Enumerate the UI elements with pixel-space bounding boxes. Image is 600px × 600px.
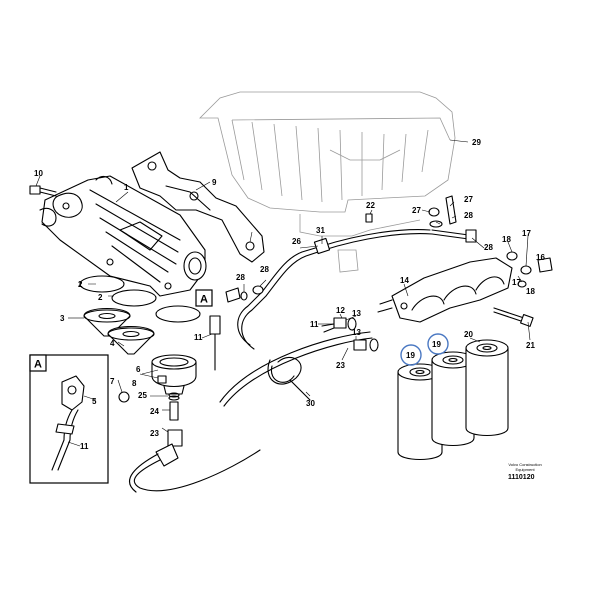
callout-11: 11 [194,333,203,342]
callout-23: 23 [150,429,159,438]
filter-bowl [151,354,197,401]
o-rings [79,275,201,323]
pipe-30 [219,331,373,407]
detail-marker-a: A [195,289,213,307]
callout-19: 19 [406,351,415,360]
callout-17: 17 [512,278,521,287]
svg-text:A: A [34,359,42,371]
callout-29: 29 [472,138,481,147]
brand-line-1: Volvo Construction [508,462,542,467]
callout-17: 17 [522,229,531,238]
brand-line-2: Equipment [515,467,535,472]
callout-3: 3 [60,314,65,323]
callout-20: 20 [464,330,473,339]
callout-27: 27 [412,206,421,215]
callout-1: 1 [124,183,129,192]
callout-12: 12 [336,306,345,315]
callout-18: 18 [526,287,535,296]
callout-2: 2 [78,280,83,289]
tube-28 [431,229,477,243]
highlight-circle-19b [427,333,449,355]
callout-23: 23 [336,361,345,370]
drawing-number: 1110120 [508,474,535,481]
callout-26: 26 [292,237,301,246]
filter-cones [83,308,155,355]
callout-10: 10 [34,169,43,178]
bolt-21 [493,307,534,327]
banjo-fittings [365,195,457,228]
callout-18: 18 [502,235,511,244]
callout-13: 13 [352,309,361,318]
callout-31: 31 [316,226,325,235]
drain-hose [129,429,261,493]
callout-25: 25 [138,391,147,400]
oil-filter-housing [39,175,207,297]
callout-24: 24 [150,407,159,416]
callout-7: 7 [110,377,115,386]
hose-26 [237,229,433,350]
detail-inset: A [29,354,109,484]
filter-bracket [377,257,513,323]
highlight-circle-19a [400,344,422,366]
callout-21: 21 [526,341,535,350]
callout-28: 28 [236,273,245,282]
callout-30: 30 [306,399,315,408]
callout-28: 28 [484,243,493,252]
bolt-10 [29,185,57,197]
callout-27: 27 [464,195,473,204]
callout-28: 28 [464,211,473,220]
oil-filters [397,339,509,461]
callout-5: 5 [92,397,97,406]
oil-pan-outline [199,91,456,273]
callout-4: 4 [110,339,115,348]
callout-11: 11 [80,442,89,451]
leader-lines [35,139,531,433]
callout-16: 16 [536,253,545,262]
callout-19: 19 [432,340,441,349]
small-fittings [118,375,180,421]
svg-text:A: A [200,294,208,306]
callout-9: 9 [212,178,217,187]
callout-11: 11 [310,320,319,329]
callout-labels: 1 2 2 3 4 5 6 7 8 9 10 11 11 11 12 13 13… [34,138,545,451]
gasket-plate [131,151,265,263]
callout-8: 8 [132,379,137,388]
brand-caption: Volvo Construction Equipment [500,462,550,472]
callout-13: 13 [352,328,361,337]
tube-11-upright [209,315,221,371]
adapter-fittings [321,317,379,352]
sensor-fittings [506,251,553,288]
callout-22: 22 [366,201,375,210]
callout-14: 14 [400,276,409,285]
callout-6: 6 [136,365,141,374]
callout-28: 28 [260,265,269,274]
callout-2: 2 [98,293,103,302]
clip-28 [225,285,264,303]
